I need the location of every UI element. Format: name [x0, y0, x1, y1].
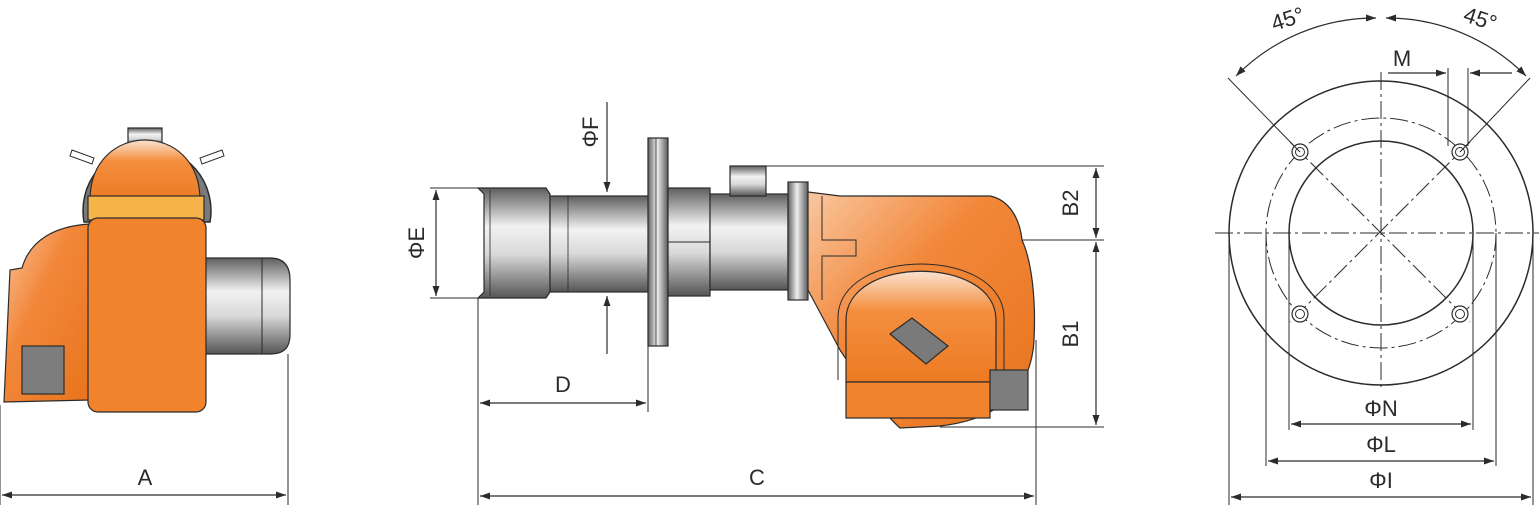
- dim-angle-left: [1235, 14, 1377, 77]
- front-view: A: [0, 127, 291, 505]
- label-F: ΦF: [578, 117, 603, 148]
- flange-view: 45° 45° M ΦN ΦL ΦI: [1215, 2, 1539, 505]
- label-L: ΦL: [1366, 432, 1396, 457]
- label-A: A: [138, 465, 153, 490]
- side-view: ΦF ΦE D C B2 B1: [404, 102, 1104, 505]
- ring-slot-left: [69, 149, 95, 165]
- label-I: ΦI: [1369, 468, 1393, 493]
- motor-dome: [89, 139, 201, 201]
- sleeve: [709, 193, 789, 291]
- bolt-hole-br: [1451, 305, 1469, 323]
- label-angle-left: 45°: [1268, 2, 1307, 36]
- rear-collar: [787, 181, 809, 301]
- label-angle-right: 45°: [1461, 2, 1500, 36]
- main-body: [87, 217, 207, 413]
- body-groove: [821, 196, 857, 300]
- cover-arc: [837, 263, 1005, 380]
- blast-tube-end: [199, 257, 291, 355]
- dim-angle-right: [1385, 14, 1527, 77]
- label-E: ΦE: [404, 227, 429, 259]
- label-B2: B2: [1058, 190, 1083, 217]
- mounting-flange: [647, 137, 669, 347]
- side-box: [21, 345, 65, 395]
- bolt-hole-bl: [1291, 305, 1309, 323]
- blast-tube: [549, 195, 651, 293]
- cover-side-box: [989, 369, 1029, 411]
- top-fitting: [729, 165, 767, 197]
- label-M: M: [1393, 46, 1411, 71]
- blast-tube-nose: [476, 187, 551, 299]
- sight-glass: [889, 317, 949, 365]
- label-B1: B1: [1058, 321, 1083, 348]
- yellow-band: [87, 195, 205, 221]
- label-D: D: [555, 372, 571, 397]
- cover-base: [845, 381, 991, 419]
- ring-slot-right: [199, 149, 225, 165]
- label-N: ΦN: [1364, 396, 1397, 421]
- label-C: C: [749, 465, 765, 490]
